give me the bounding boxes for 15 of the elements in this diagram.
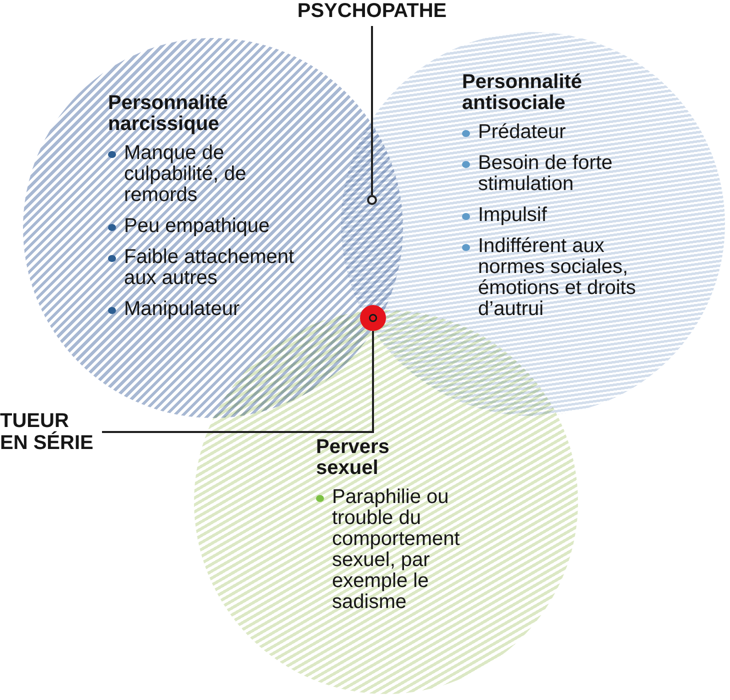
circle-heading: Pervers sexuel: [316, 437, 390, 479]
circle-heading: Personnalité narcissique: [108, 93, 230, 135]
bullet-text: Impulsif: [478, 205, 547, 226]
circle-heading: Personnalité antisociale: [462, 72, 584, 114]
bullet-text: Paraphilie ou trouble du comportement sexuel, par exemple le sadisme: [332, 487, 461, 613]
bullet-text: Manipulateur: [124, 299, 240, 320]
bullet-text: Indifférent aux normes sociales, émotions et droits d’autrui: [478, 236, 637, 320]
bullet-text: Besoin de forte stimulation: [478, 153, 614, 195]
bullet-text: Faible attachement aux autres: [124, 247, 296, 289]
leader-line: [102, 331, 374, 433]
bullet-text: Peu empathique: [124, 216, 270, 237]
callout-label: PSYCHOPATHE: [297, 0, 447, 22]
bullet-text: Manque de culpabilité, de remords: [124, 143, 248, 206]
callout-label: TUEUR EN SÉRIE: [0, 410, 98, 454]
bullet-text: Prédateur: [478, 122, 566, 143]
